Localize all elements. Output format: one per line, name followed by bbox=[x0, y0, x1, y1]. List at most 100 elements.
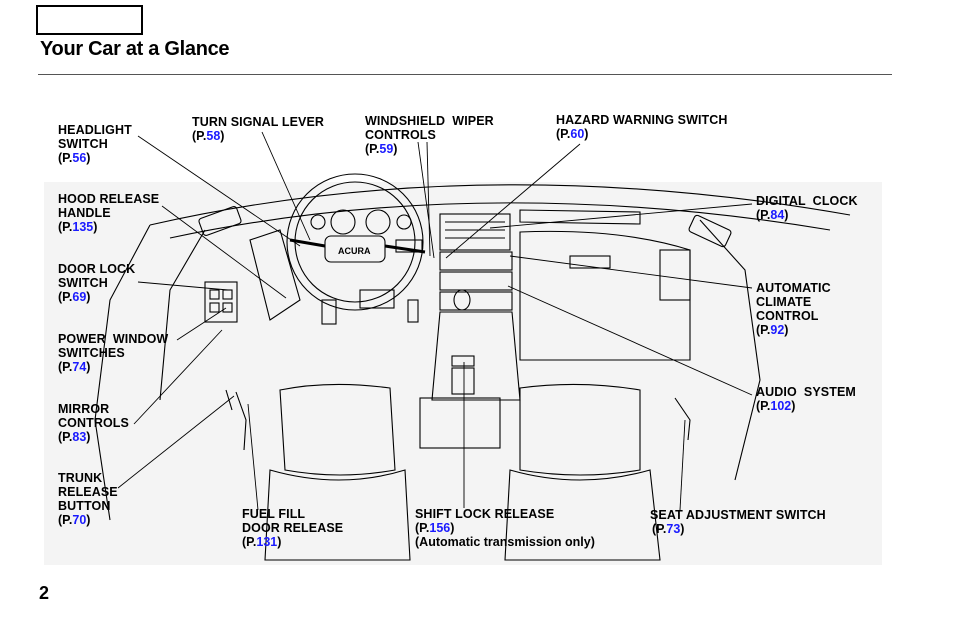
audio-unit bbox=[439, 271, 513, 291]
right-side-vent bbox=[659, 249, 691, 301]
leader-doorlock bbox=[137, 281, 229, 291]
page-number: 2 bbox=[39, 583, 50, 603]
right-door-line bbox=[699, 219, 761, 481]
page-ref[interactable]: (P.92) bbox=[756, 323, 789, 337]
page-link: 102 bbox=[770, 399, 792, 413]
driver-seat-back bbox=[279, 383, 396, 476]
callout-headlight-switch: HEADLIGHT SWITCH (P.56) bbox=[58, 123, 132, 165]
seat-adjust-switch bbox=[674, 397, 691, 441]
callout-mirror-controls: MIRROR CONTROLS (P.83) bbox=[58, 402, 129, 444]
passenger-seat-cushion bbox=[504, 469, 661, 561]
callout-label: AUTOMATIC CLIMATE CONTROL bbox=[756, 281, 831, 323]
page-ref[interactable]: (P.59) bbox=[365, 142, 398, 156]
page-link: 131 bbox=[256, 535, 278, 549]
callout-label: WINDSHIELD WIPER CONTROLS bbox=[365, 114, 494, 142]
callout-turn-signal-lever: TURN SIGNAL LEVER (P.58) bbox=[192, 115, 324, 143]
page-ref[interactable]: (P.56) bbox=[58, 151, 91, 165]
callout-hood-release: HOOD RELEASE HANDLE (P.135) bbox=[58, 192, 159, 234]
glovebox-latch bbox=[569, 255, 611, 269]
leader-wiper bbox=[417, 141, 435, 259]
turn-signal-stalk bbox=[289, 238, 326, 248]
leader-seat bbox=[679, 419, 686, 511]
page-ref[interactable]: (P.58) bbox=[192, 129, 225, 143]
passenger-seat-back bbox=[519, 383, 641, 476]
page-ref[interactable]: (P.135) bbox=[58, 220, 98, 234]
leader-turnsignal bbox=[261, 131, 311, 241]
leader-trunk bbox=[117, 395, 235, 489]
callout-label: POWER WINDOW SWITCHES bbox=[58, 332, 169, 360]
page-link: 74 bbox=[72, 360, 87, 374]
page-link: 84 bbox=[770, 208, 785, 222]
steering-wheel-rim bbox=[286, 173, 424, 311]
section-tab-box bbox=[36, 5, 143, 35]
callout-fuel-fill-door-release: FUEL FILL DOOR RELEASE (P.131) bbox=[242, 507, 343, 549]
callout-label: DIGITAL CLOCK bbox=[756, 194, 858, 208]
callout-label: HEADLIGHT SWITCH bbox=[58, 123, 132, 151]
windshield-edge bbox=[149, 184, 851, 226]
callout-label: SEAT ADJUSTMENT SWITCH bbox=[650, 508, 826, 522]
center-vents bbox=[439, 213, 511, 251]
callout-shift-lock-release: SHIFT LOCK RELEASE (P.156) (Automatic tr… bbox=[415, 507, 595, 549]
callout-trunk-release-button: TRUNK RELEASE BUTTON (P.70) bbox=[58, 471, 118, 527]
armrest bbox=[419, 397, 501, 449]
leader-mirror bbox=[133, 329, 223, 425]
page-link: 58 bbox=[206, 129, 221, 143]
callout-hazard-warning-switch: HAZARD WARNING SWITCH (P.60) bbox=[556, 113, 728, 141]
brake-pedal bbox=[321, 299, 337, 325]
page-link: 70 bbox=[72, 513, 87, 527]
steering-hub bbox=[324, 235, 386, 263]
callout-label: TURN SIGNAL LEVER bbox=[192, 115, 325, 129]
passenger-dash-strip bbox=[519, 209, 641, 225]
shift-lock-slot bbox=[451, 355, 475, 367]
leader-fuel bbox=[247, 403, 259, 511]
page-link: 135 bbox=[72, 220, 94, 234]
callout-automatic-climate-control: AUTOMATIC CLIMATE CONTROL (P.92) bbox=[756, 281, 831, 337]
page-ref[interactable]: (P.70) bbox=[58, 513, 91, 527]
speedometer bbox=[330, 209, 356, 235]
leader-hood bbox=[161, 205, 287, 299]
page-ref[interactable]: (P.69) bbox=[58, 290, 91, 304]
callout-label: HAZARD WARNING SWITCH bbox=[556, 113, 728, 127]
footrest-grille bbox=[359, 289, 395, 309]
hazard-panel bbox=[439, 251, 513, 271]
door-switch-panel bbox=[204, 281, 238, 323]
leader-hazard bbox=[445, 143, 581, 259]
tachometer bbox=[365, 209, 391, 235]
page-ref[interactable]: (P.156) bbox=[415, 521, 455, 535]
page-link: 56 bbox=[72, 151, 87, 165]
driver-seat-cushion bbox=[264, 469, 411, 561]
callout-windshield-wiper-controls: WINDSHIELD WIPER CONTROLS (P.59) bbox=[365, 114, 494, 156]
leader-headlight bbox=[137, 135, 301, 247]
climate-unit bbox=[439, 291, 513, 311]
callout-label: SHIFT LOCK RELEASE bbox=[415, 507, 555, 521]
callout-digital-clock: DIGITAL CLOCK (P.84) bbox=[756, 194, 858, 222]
page-ref[interactable]: (P.131) bbox=[242, 535, 282, 549]
page-link: 156 bbox=[429, 521, 451, 535]
title-divider bbox=[38, 74, 892, 75]
accelerator-pedal bbox=[407, 299, 419, 323]
dash-top bbox=[169, 202, 831, 239]
page-ref[interactable]: (P.73) bbox=[652, 522, 685, 536]
fuel-door-lever bbox=[235, 391, 247, 451]
page-link: 92 bbox=[770, 323, 785, 337]
page-ref[interactable]: (P.102) bbox=[756, 399, 796, 413]
page-ref[interactable]: (P.84) bbox=[756, 208, 789, 222]
page-ref[interactable]: (P.83) bbox=[58, 430, 91, 444]
shift-knob bbox=[453, 289, 471, 311]
callout-label: MIRROR CONTROLS bbox=[58, 402, 129, 430]
page-link: 83 bbox=[72, 430, 87, 444]
callout-power-window-switches: POWER WINDOW SWITCHES (P.74) bbox=[58, 332, 168, 374]
callout-label: HOOD RELEASE HANDLE bbox=[58, 192, 160, 220]
leader-powerwindow bbox=[176, 307, 227, 341]
wiper-stalk bbox=[384, 244, 426, 254]
page-link: 73 bbox=[666, 522, 681, 536]
leader-climate bbox=[509, 255, 753, 289]
page-ref[interactable]: (P.60) bbox=[556, 127, 589, 141]
callout-label: FUEL FILL DOOR RELEASE bbox=[242, 507, 344, 535]
left-door-line bbox=[94, 224, 151, 521]
page-ref[interactable]: (P.74) bbox=[58, 360, 91, 374]
page-link: 59 bbox=[379, 142, 394, 156]
callout-note: (Automatic transmission only) bbox=[415, 535, 595, 549]
leader-clock bbox=[489, 203, 753, 229]
